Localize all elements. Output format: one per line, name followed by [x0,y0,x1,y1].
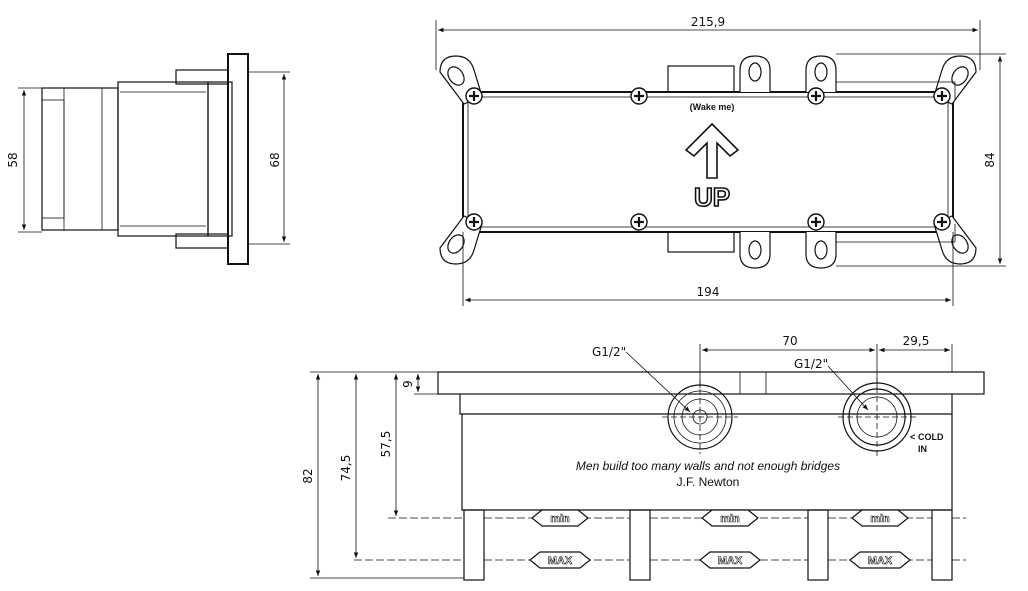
dim-spacing-70: 70 [782,334,797,348]
thread-right-label: G1/2" [794,357,828,371]
dim-side-58: 58 [6,152,20,167]
dim-depth-57-5: 57,5 [379,431,393,458]
svg-text:MAX: MAX [718,555,743,567]
dim-inner-width: 194 [697,285,720,299]
svg-text:min: min [870,513,890,525]
wake-me-label: (Wake me) [690,102,735,112]
svg-text:min: min [720,513,740,525]
quote-text: Men build too many walls and not enough … [576,459,840,473]
in-label: IN [918,444,927,454]
min-badge: min [531,509,589,527]
min-badge: min [701,509,759,527]
cold-label: COLD [918,432,944,442]
dim-depth-74-5: 74,5 [339,455,353,482]
front-view: (Wake me) UP 215,9 194 84 [435,15,1006,306]
max-badge: MAX [529,551,591,569]
up-label: UP [694,182,730,212]
svg-text:min: min [550,513,570,525]
dim-height-84: 84 [983,152,997,167]
quote-author: J.F. Newton [677,475,740,489]
dim-top-width: 215,9 [691,15,725,29]
side-view: 58 68 [6,53,290,265]
min-badge: min [851,509,909,527]
svg-text:MAX: MAX [868,555,893,567]
up-arrow-icon [684,122,740,179]
cold-arrow-icon: < [910,432,915,442]
dim-depth-9: 9 [401,380,415,388]
thread-left-label: G1/2" [592,345,626,359]
bottom-view: G1/2" G1/2" < COLD IN Men build too many… [301,334,985,581]
dim-depth-82: 82 [301,468,315,483]
dim-offset-29-5: 29,5 [903,334,930,348]
max-badge: MAX [699,551,761,569]
dim-side-68: 68 [268,152,282,167]
svg-text:MAX: MAX [548,555,573,567]
max-badge: MAX [849,551,911,569]
